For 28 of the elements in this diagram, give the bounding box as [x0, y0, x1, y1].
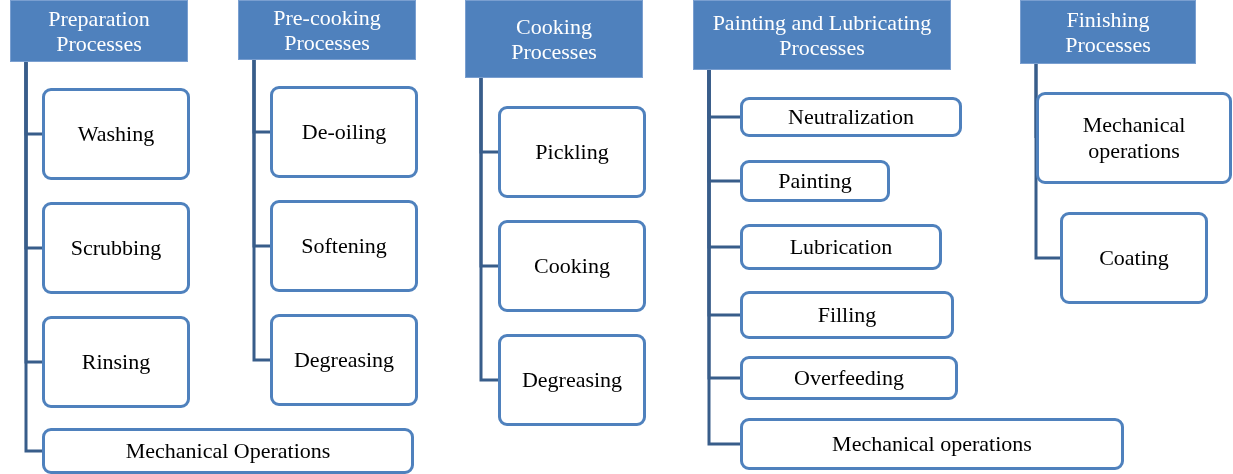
category-header: Cooking Processes [465, 0, 643, 78]
process-box: De-oiling [270, 86, 418, 178]
process-box: Filling [740, 291, 954, 339]
process-box: Painting [740, 160, 890, 202]
category-header: Painting and Lubricating Processes [693, 0, 951, 70]
category-header: Finishing Processes [1020, 0, 1196, 64]
process-box: Cooking [498, 220, 646, 312]
process-box: Pickling [498, 106, 646, 198]
process-box: Washing [42, 88, 190, 180]
category-header: Preparation Processes [10, 0, 188, 62]
process-box: Scrubbing [42, 202, 190, 294]
process-box: Coating [1060, 212, 1208, 304]
process-box: Degreasing [270, 314, 418, 406]
process-box: Softening [270, 200, 418, 292]
connector-line [24, 62, 42, 453]
process-box: Mechanical operations [1036, 92, 1232, 184]
process-box: Rinsing [42, 316, 190, 408]
process-box: Overfeeding [740, 356, 958, 400]
connector-line [479, 78, 498, 382]
category-header: Pre-cooking Processes [238, 0, 416, 60]
process-box: Mechanical Operations [42, 428, 414, 474]
process-box: Degreasing [498, 334, 646, 426]
connector-line [1034, 64, 1060, 260]
process-box: Lubrication [740, 224, 942, 270]
process-box: Mechanical operations [740, 418, 1124, 470]
connector-line [707, 70, 740, 446]
connector-line [252, 60, 270, 362]
process-box: Neutralization [740, 97, 962, 137]
